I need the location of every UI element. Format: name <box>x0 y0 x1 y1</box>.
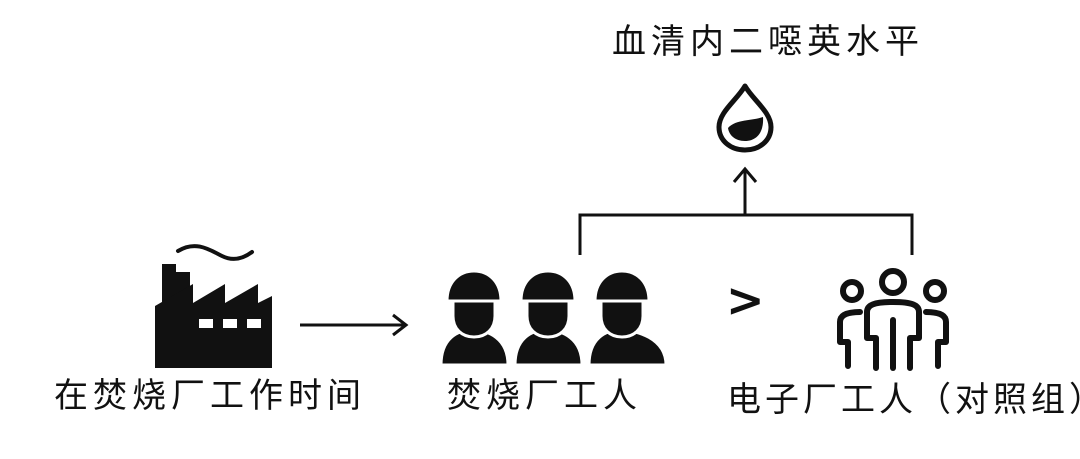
incineration-workers-label: 焚烧厂工人 <box>447 376 642 416</box>
electronics-workers-label: 电子厂工人（对照组） <box>727 380 1080 420</box>
greater-than-symbol: > <box>726 273 765 327</box>
diagram-title: 血清内二噁英水平 <box>612 22 924 62</box>
worker-figure <box>439 269 510 367</box>
factory-icon <box>155 244 272 368</box>
people-group-icon <box>837 268 949 371</box>
factory-work-duration-label: 在焚烧厂工作时间 <box>54 376 366 416</box>
comparison-bracket <box>578 166 914 255</box>
arrow-right <box>300 313 409 337</box>
workers-icon <box>439 269 668 367</box>
worker-figure <box>513 269 584 367</box>
worker-figure <box>587 269 668 367</box>
blood-drop-icon <box>716 83 774 153</box>
